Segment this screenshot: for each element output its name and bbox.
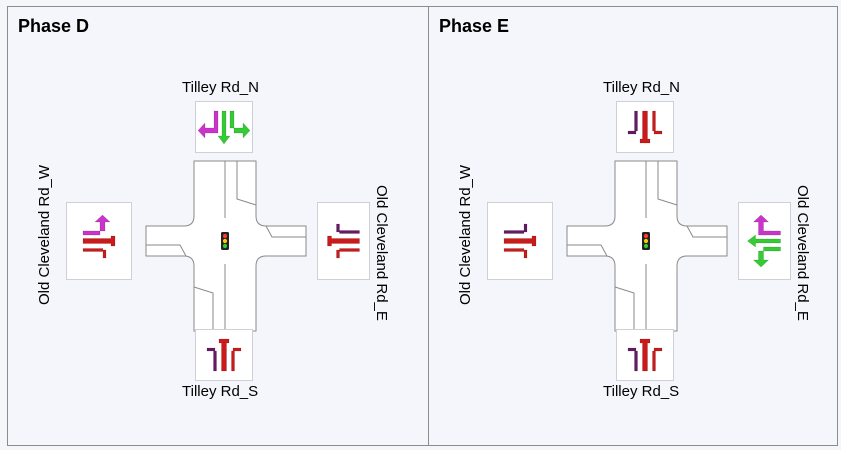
west-right-arrow-icon (503, 248, 528, 259)
south-left-arrow-icon (627, 347, 638, 372)
west-approach-label: Old Cleveland Rd_W (457, 164, 474, 305)
north-movement-box (616, 101, 674, 153)
east-left-arrow-icon (336, 248, 360, 259)
intersection-roads (566, 160, 728, 332)
west-left-arrow-icon (503, 223, 528, 234)
north-approach-label: Tilley Rd_N (603, 79, 680, 96)
north-movement-box (195, 101, 253, 153)
east-through-arrow-icon (747, 234, 781, 248)
south-approach-label: Tilley Rd_S (603, 383, 680, 400)
east-right-arrow-icon (752, 214, 781, 236)
phase-title: Phase E (439, 16, 510, 36)
traffic-light-icon (221, 232, 229, 250)
north-left-arrow-icon (652, 110, 663, 135)
north-left-arrow-icon (229, 110, 251, 139)
north-approach-label: Tilley Rd_N (182, 79, 259, 96)
south-right-arrow-icon (652, 347, 663, 372)
south-through-arrow-icon (218, 338, 230, 372)
south-movement-box (195, 329, 253, 381)
north-right-arrow-icon (627, 110, 638, 135)
phase-title: Phase D (18, 16, 90, 36)
west-movement-box (487, 202, 553, 280)
south-approach-label: Tilley Rd_S (182, 383, 259, 400)
west-approach-label-wrap: Old Cleveland Rd_W (457, 164, 474, 305)
north-through-arrow-icon (217, 110, 231, 145)
east-through-arrow-icon (327, 235, 360, 247)
south-movement-box (616, 329, 674, 381)
south-through-arrow-icon (639, 338, 651, 372)
intersection-roads (145, 160, 307, 332)
east-right-arrow-icon (336, 223, 360, 234)
east-movement-box (317, 202, 370, 280)
north-right-arrow-icon (197, 110, 219, 139)
west-approach-label-wrap: Old Cleveland Rd_W (36, 164, 53, 305)
west-left-arrow-icon (82, 214, 111, 236)
phase-panel-e: Phase E Tilley Rd_N Tilley Rd_S Old Clev… (428, 6, 838, 446)
east-approach-label-wrap: Old Cleveland Rd_E (794, 185, 811, 321)
east-approach-label: Old Cleveland Rd_E (373, 185, 390, 321)
west-movement-box (66, 202, 132, 280)
south-left-arrow-icon (206, 347, 217, 372)
east-approach-label: Old Cleveland Rd_E (794, 185, 811, 321)
phase-panel-d: Phase D Tilley Rd_N Tilley Rd_S Old Clev… (7, 6, 429, 446)
east-left-arrow-icon (752, 246, 781, 268)
west-approach-label: Old Cleveland Rd_W (36, 164, 53, 305)
traffic-light-icon (642, 232, 650, 250)
south-right-arrow-icon (231, 347, 242, 372)
north-through-arrow-icon (639, 110, 651, 144)
west-through-arrow-icon (82, 235, 116, 247)
east-movement-box (738, 202, 791, 280)
east-approach-label-wrap: Old Cleveland Rd_E (373, 185, 390, 321)
west-right-arrow-icon (82, 248, 107, 259)
west-through-arrow-icon (503, 235, 537, 247)
